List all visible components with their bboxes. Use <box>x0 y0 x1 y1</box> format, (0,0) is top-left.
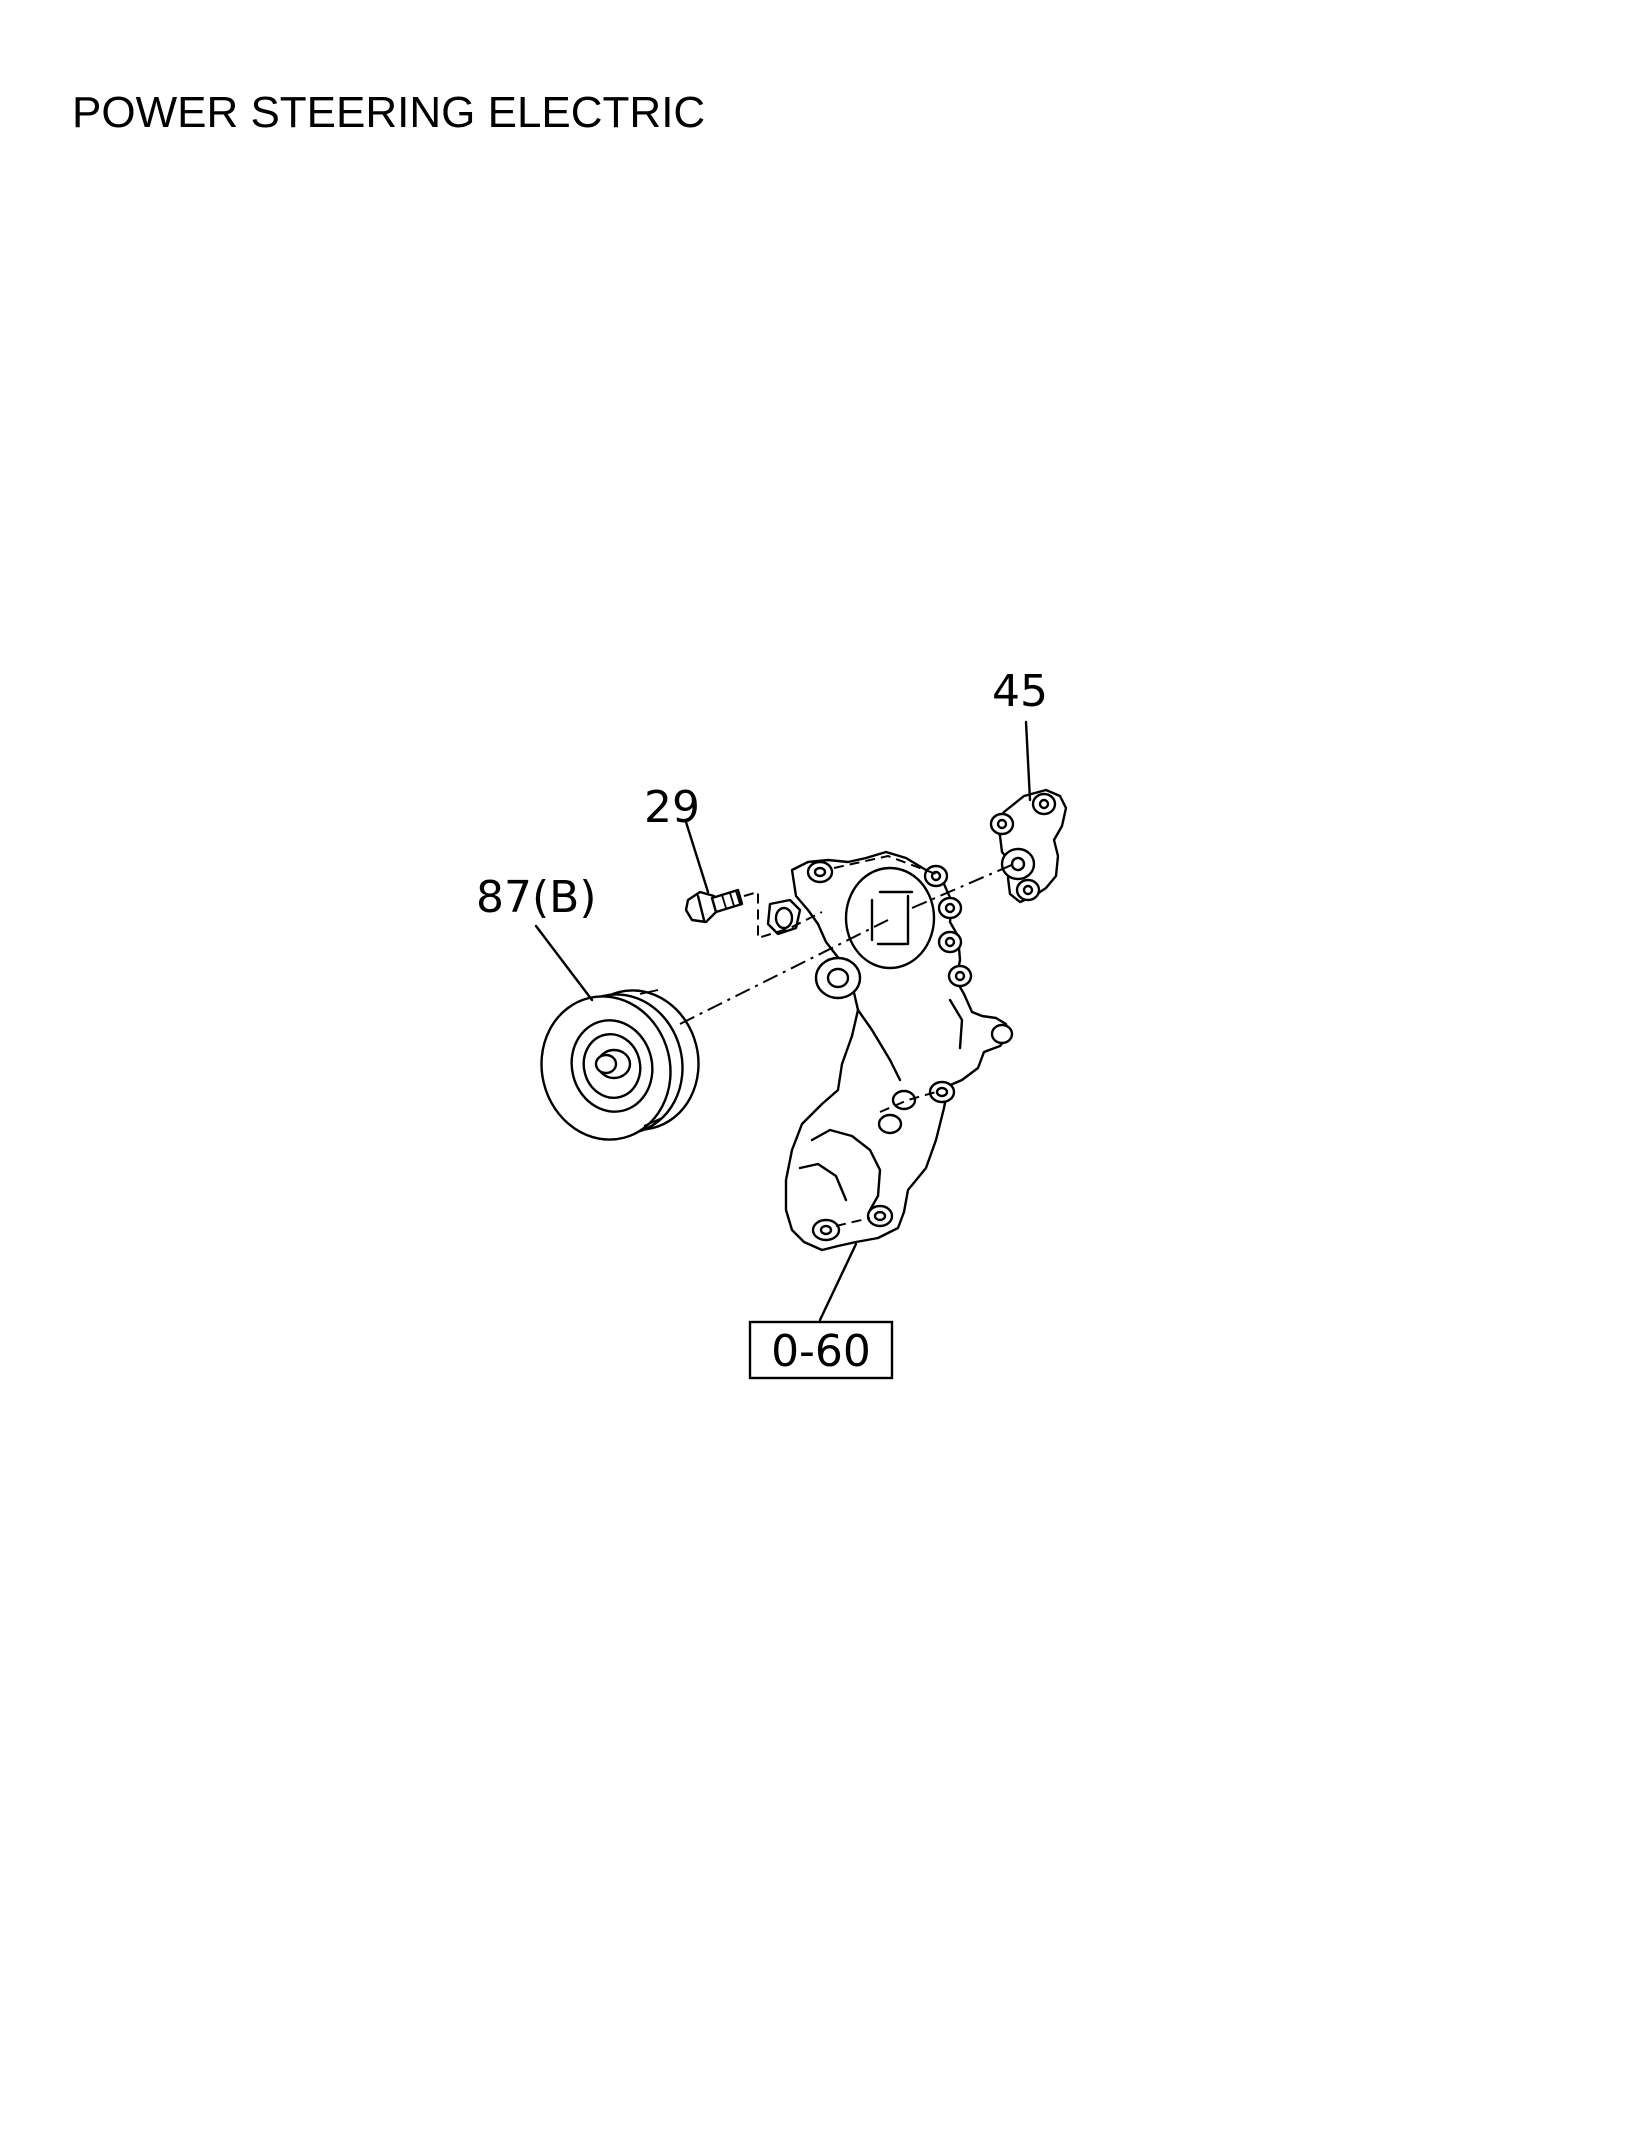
tensioner-bracket-icon <box>989 788 1068 904</box>
bolt-icon <box>684 888 744 924</box>
callout-29: 29 <box>644 782 700 833</box>
reference-box-0-60[interactable] <box>748 1320 894 1380</box>
reference-label-0-60[interactable]: 0-60 <box>771 1326 871 1377</box>
callout-45: 45 <box>992 666 1048 717</box>
leader-line-87b <box>534 924 594 1002</box>
bracket-icon <box>766 850 1014 1252</box>
leader-line-29 <box>684 820 710 894</box>
flange-link-line <box>833 854 937 875</box>
pulley-axis-line <box>679 919 889 1025</box>
tensioner-axis-line <box>911 863 1015 909</box>
leader-line-45 <box>1024 720 1032 802</box>
bolt-path-line <box>743 890 823 940</box>
leader-line-0-60 <box>818 1242 858 1322</box>
idler-pulley-icon <box>540 989 700 1141</box>
page-title: POWER STEERING ELECTRIC <box>72 88 706 137</box>
callout-87b: 87(B) <box>476 872 597 923</box>
